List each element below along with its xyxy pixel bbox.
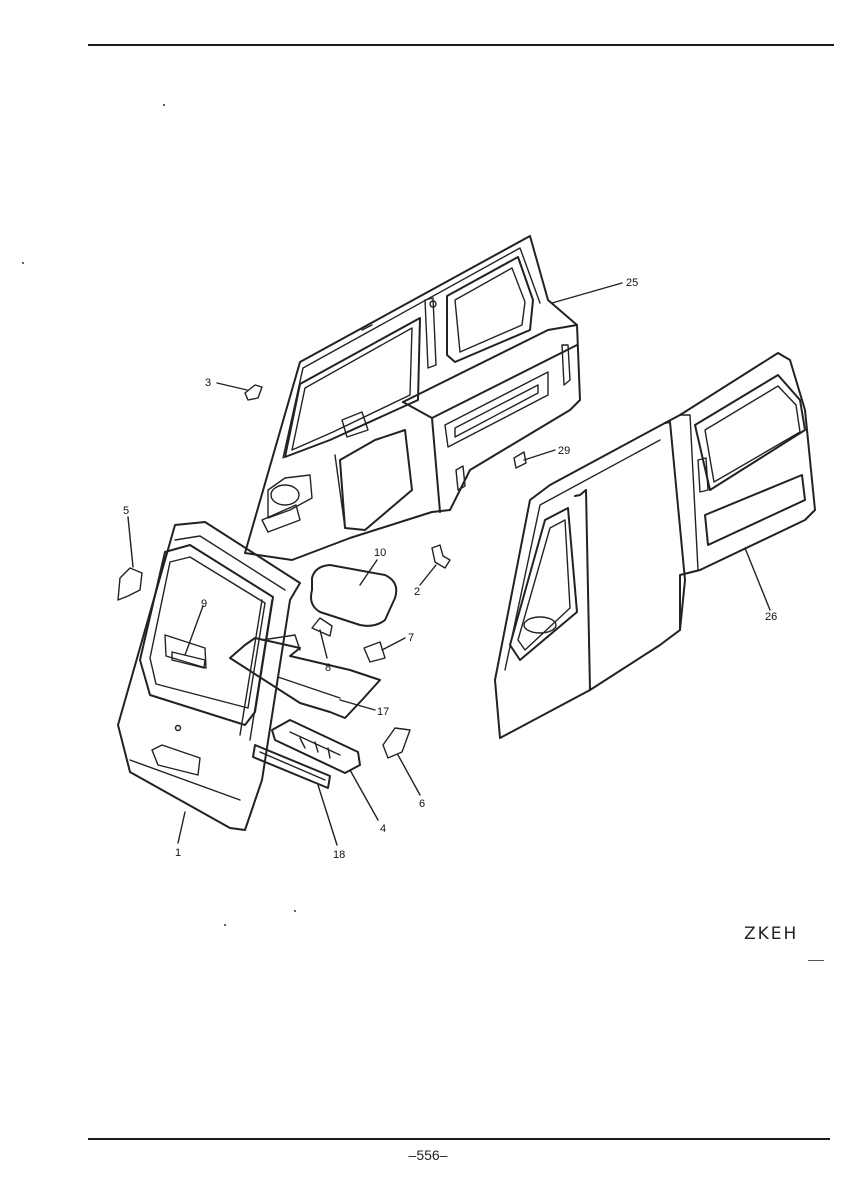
callout-2: 2 bbox=[414, 586, 420, 598]
scan-speck bbox=[224, 924, 226, 926]
part-9-plate bbox=[171, 651, 206, 669]
part-10-cushion bbox=[310, 564, 398, 627]
callout-5: 5 bbox=[123, 505, 129, 517]
part-7-bracket bbox=[363, 641, 386, 663]
leader-lines bbox=[127, 282, 771, 846]
part-1-rear-panel bbox=[117, 521, 301, 831]
part-26-side-door-panel bbox=[494, 352, 816, 739]
callout-25: 25 bbox=[626, 277, 638, 289]
part-17-strip bbox=[229, 634, 381, 719]
callout-1: 1 bbox=[175, 847, 181, 859]
callout-3: 3 bbox=[205, 377, 211, 389]
callout-8: 8 bbox=[325, 662, 331, 674]
scan-speck bbox=[163, 104, 165, 106]
part-18-sill-strip bbox=[252, 744, 331, 789]
callout-4: 4 bbox=[380, 823, 386, 835]
callout-29: 29 bbox=[558, 445, 570, 457]
callout-10: 10 bbox=[374, 547, 386, 559]
footer-rule bbox=[88, 1138, 830, 1140]
scan-speck bbox=[22, 262, 24, 264]
callout-6: 6 bbox=[419, 798, 425, 810]
part-4-grille bbox=[271, 719, 361, 774]
diagram-code: ZKEH bbox=[744, 924, 799, 944]
callout-17: 17 bbox=[377, 706, 389, 718]
callout-7: 7 bbox=[408, 632, 414, 644]
callout-26: 26 bbox=[765, 611, 777, 623]
page-number: –556– bbox=[408, 1147, 448, 1163]
callout-18: 18 bbox=[333, 849, 345, 861]
code-underline-mark bbox=[808, 960, 824, 961]
part-5-bracket bbox=[117, 567, 143, 601]
part-29-bracket bbox=[513, 451, 527, 469]
header-rule bbox=[88, 44, 834, 46]
part-6-bracket bbox=[382, 727, 411, 759]
part-3-bracket bbox=[244, 384, 263, 401]
part-2-bracket bbox=[431, 544, 451, 569]
part-8-bracket bbox=[311, 617, 333, 637]
scan-speck bbox=[294, 910, 296, 912]
callout-9: 9 bbox=[201, 598, 207, 610]
part-25-side-panel bbox=[244, 235, 581, 561]
